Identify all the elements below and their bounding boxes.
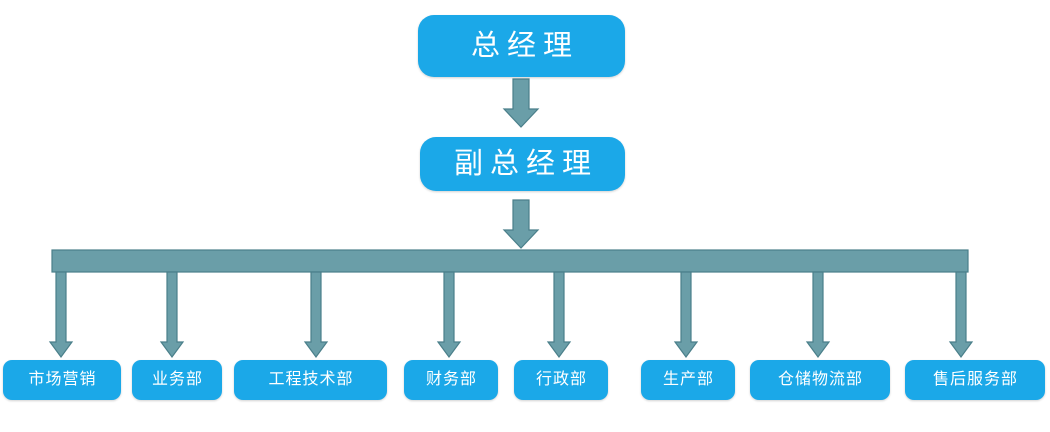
node-dept-engineering[interactable]: 工程技术部 bbox=[234, 360, 387, 400]
node-label: 生产部 bbox=[662, 371, 714, 388]
node-general-manager[interactable]: 总经理 bbox=[418, 15, 625, 77]
branch-arrow-4 bbox=[437, 271, 461, 358]
branch-arrow-5 bbox=[547, 271, 571, 358]
node-dept-marketing[interactable]: 市场营销 bbox=[3, 360, 121, 400]
node-dept-finance[interactable]: 财务部 bbox=[404, 360, 498, 400]
node-label: 工程技术部 bbox=[268, 371, 354, 388]
node-label: 业务部 bbox=[151, 371, 203, 388]
node-dept-production[interactable]: 生产部 bbox=[641, 360, 735, 400]
horizontal-connector-bar bbox=[51, 249, 969, 273]
arrow-deputy-to-bus bbox=[503, 199, 539, 249]
node-label: 市场营销 bbox=[28, 371, 97, 388]
branch-arrow-1 bbox=[49, 271, 73, 358]
node-dept-warehouse[interactable]: 仓储物流部 bbox=[750, 360, 890, 400]
node-label: 行政部 bbox=[535, 371, 587, 388]
branch-arrow-6 bbox=[674, 271, 698, 358]
node-dept-business[interactable]: 业务部 bbox=[132, 360, 222, 400]
arrow-gm-to-deputy bbox=[503, 78, 539, 128]
branch-arrow-3 bbox=[304, 271, 328, 358]
branch-arrow-7 bbox=[806, 271, 830, 358]
node-dept-aftersales[interactable]: 售后服务部 bbox=[905, 360, 1045, 400]
branch-arrow-8 bbox=[949, 271, 973, 358]
node-dept-administration[interactable]: 行政部 bbox=[514, 360, 608, 400]
node-deputy-general-manager[interactable]: 副总经理 bbox=[420, 137, 625, 191]
node-label: 副总经理 bbox=[453, 147, 598, 180]
node-label: 售后服务部 bbox=[932, 371, 1018, 388]
node-label: 仓储物流部 bbox=[777, 371, 863, 388]
node-label: 财务部 bbox=[425, 371, 477, 388]
branch-arrow-2 bbox=[160, 271, 184, 358]
node-label: 总经理 bbox=[470, 29, 579, 62]
